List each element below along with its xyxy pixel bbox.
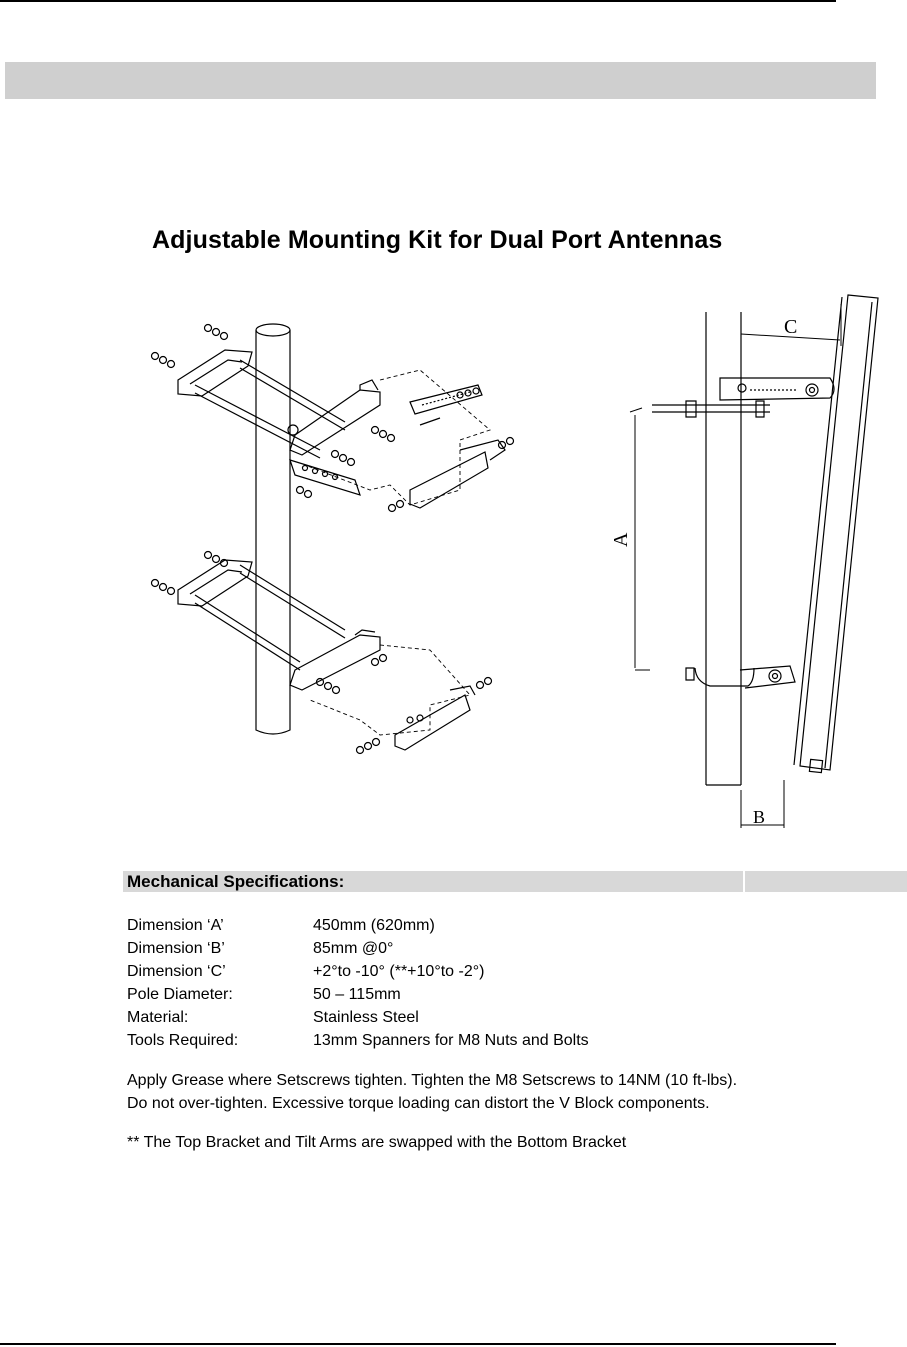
spec-heading: Mechanical Specifications: — [127, 872, 345, 891]
side-elevation-view — [630, 295, 878, 828]
spec-row-dimension-c: Dimension ‘C’ +2°to -10° (**+10°to -2°) — [127, 960, 589, 983]
spec-value: 85mm @0° — [313, 940, 394, 957]
spec-value: +2°to -10° (**+10°to -2°) — [313, 963, 485, 980]
page-title: Adjustable Mounting Kit for Dual Port An… — [152, 226, 723, 254]
spec-label: Pole Diameter: — [127, 986, 233, 1003]
dimension-c-label: C — [784, 316, 797, 338]
bottom-rule — [0, 1343, 836, 1345]
mounting-kit-drawing: A B C — [130, 290, 907, 835]
spec-row-pole-diameter: Pole Diameter: 50 – 115mm — [127, 983, 589, 1006]
header-band — [5, 62, 876, 99]
spec-label: Dimension ‘A’ — [127, 917, 224, 934]
spec-value: Stainless Steel — [313, 1009, 419, 1026]
grease-instructions: Apply Grease where Setscrews tighten. Ti… — [127, 1069, 737, 1115]
spec-row-dimension-b: Dimension ‘B’ 85mm @0° — [127, 937, 589, 960]
swap-note: ** The Top Bracket and Tilt Arms are swa… — [127, 1134, 627, 1151]
dimension-a-label: A — [610, 532, 632, 547]
spec-value: 450mm (620mm) — [313, 917, 435, 934]
spec-label: Material: — [127, 1009, 189, 1026]
grease-line-2: Do not over-tighten. Excessive torque lo… — [127, 1095, 710, 1112]
spec-label: Tools Required: — [127, 1032, 239, 1049]
spec-label: Dimension ‘B’ — [127, 940, 225, 957]
grease-line-1: Apply Grease where Setscrews tighten. Ti… — [127, 1072, 738, 1089]
exploded-kit-view — [152, 324, 514, 754]
spec-label: Dimension ‘C’ — [127, 963, 226, 980]
spec-heading-band — [123, 871, 907, 892]
dimension-b-label: B — [753, 807, 765, 827]
spec-row-tools-required: Tools Required: 13mm Spanners for M8 Nut… — [127, 1029, 589, 1052]
spec-row-dimension-a: Dimension ‘A’ 450mm (620mm) — [127, 914, 589, 937]
spec-value: 13mm Spanners for M8 Nuts and Bolts — [313, 1032, 589, 1049]
spec-row-material: Material: Stainless Steel — [127, 1006, 589, 1029]
top-rule — [0, 0, 836, 2]
spec-table: Dimension ‘A’ 450mm (620mm) Dimension ‘B… — [127, 914, 589, 1052]
spec-value: 50 – 115mm — [313, 986, 401, 1003]
